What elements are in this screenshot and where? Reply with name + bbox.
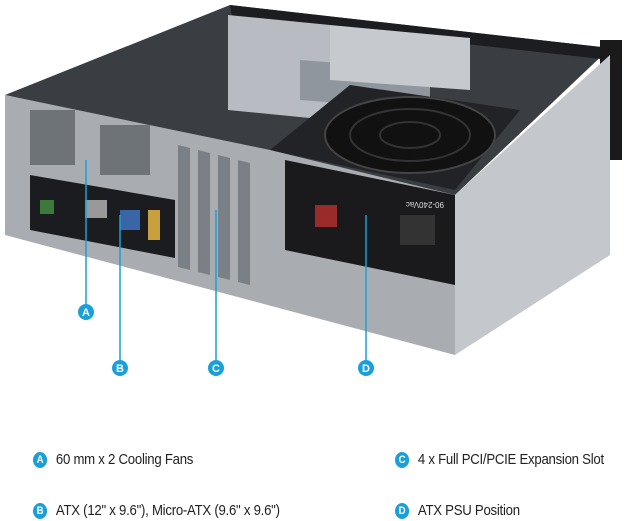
- rear-wall: [230, 5, 610, 60]
- legend-text-d: ATX PSU Position: [417, 502, 520, 519]
- marker-b: B: [112, 360, 128, 376]
- psu-rear: [285, 160, 455, 285]
- legend-item-c: C 4 x Full PCI/PCIE Expansion Slot: [395, 451, 604, 468]
- legend-badge-b: B: [33, 502, 48, 519]
- legend-badge-c: C: [395, 451, 410, 468]
- legend-text-c: 4 x Full PCI/PCIE Expansion Slot: [417, 451, 604, 468]
- fan-vent: [30, 110, 75, 165]
- legend-item-a: A 60 mm x 2 Cooling Fans: [33, 451, 193, 468]
- legend-badge-d: D: [395, 502, 410, 519]
- legend-badge-a: A: [33, 451, 48, 468]
- marker-d: D: [358, 360, 374, 376]
- psu-voltage-label: 90-240Vac: [406, 200, 444, 209]
- marker-c: C: [208, 360, 224, 376]
- legend-text-b: ATX (12" x 9.6"), Micro-ATX (9.6" x 9.6"…: [55, 502, 280, 519]
- svg-text:C: C: [212, 363, 220, 375]
- marker-a: A: [78, 304, 94, 320]
- legend-item-b: B ATX (12" x 9.6"), Micro-ATX (9.6" x 9.…: [33, 502, 280, 519]
- fan-vent: [100, 125, 150, 175]
- legend-text-a: 60 mm x 2 Cooling Fans: [55, 451, 194, 468]
- pci-slots: [178, 145, 250, 285]
- server-chassis-photo: 90-240Vac A B C D: [5, 5, 622, 376]
- svg-text:A: A: [82, 307, 90, 319]
- chassis-side-panel: [455, 55, 610, 355]
- legend-item-d: D ATX PSU Position: [395, 502, 520, 519]
- svg-text:D: D: [362, 363, 370, 375]
- svg-text:B: B: [116, 363, 124, 375]
- drive-cage-right: [330, 25, 470, 90]
